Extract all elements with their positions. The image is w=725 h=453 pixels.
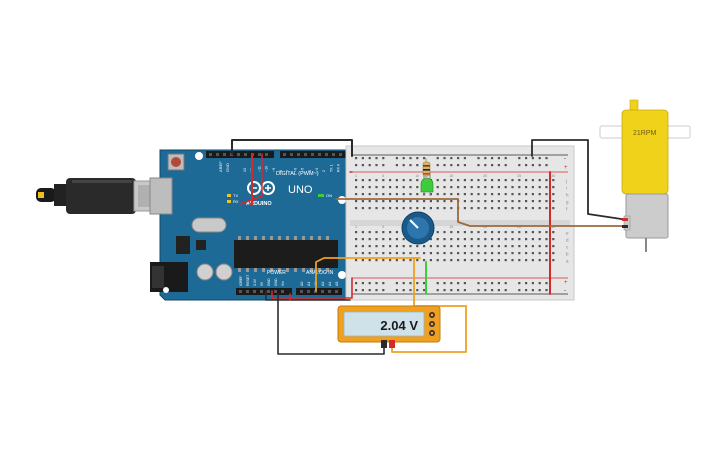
breadboard-row-letter: b (566, 252, 569, 257)
tx-label: TX (233, 193, 238, 198)
analog-pin-label: A0 (300, 282, 304, 286)
digital-pin-label: ~9 (272, 168, 276, 172)
rail-minus-top: - (564, 156, 566, 162)
wire-brown-motor[interactable] (457, 198, 629, 227)
breadboard-column-number: 10 (415, 174, 419, 178)
breadboard-column-number: 20 (483, 225, 487, 229)
wire-black-gnd-top[interactable] (231, 139, 353, 157)
power-pin-label: 3.3V (253, 278, 257, 286)
rail-plus-bottom: + (564, 280, 568, 286)
breadboard-row-letter: a (566, 259, 569, 264)
wire-black-motor[interactable] (531, 139, 629, 221)
breadboard-column-number: 15 (449, 225, 453, 229)
power-pin-label: GND (267, 278, 271, 286)
breadboard-row-letter: i (566, 186, 567, 191)
digital-pin-label: ~3 (315, 168, 319, 172)
digital-pin-label: 2 (322, 170, 326, 172)
dc-motor[interactable]: 21RPM (599, 99, 691, 252)
breadboard-column-number: 5 (382, 174, 384, 178)
wire-orange-pot[interactable] (391, 257, 467, 353)
wire-red-pin-to-board[interactable] (239, 153, 263, 205)
digital-pin-label: 4 (308, 170, 312, 172)
potentiometer[interactable] (401, 211, 435, 245)
wire-black-5v-rail[interactable] (265, 290, 351, 301)
digital-pin-label: TX 1 (329, 164, 333, 172)
aref-label: AREF (218, 161, 223, 172)
rx-label: RX (233, 199, 239, 204)
multimeter-reading: 2.04 V (380, 318, 418, 333)
analog-header-label: ANALOG IN (306, 270, 334, 276)
breadboard-row-letter: j (565, 179, 567, 184)
breadboard-column-number: 5 (382, 225, 384, 229)
breadboard-column-number: 30 (551, 225, 555, 229)
breadboard-column-number: 1 (355, 174, 357, 178)
breadboard-column-number: 1 (355, 225, 357, 229)
digital-pin-label: ~5 (301, 168, 305, 172)
breadboard-column-number: 30 (551, 174, 555, 178)
power-pin-label: Vin (281, 281, 285, 286)
analog-pin-label: A1 (307, 282, 311, 286)
wire-orange-a0[interactable] (315, 257, 421, 292)
power-pin-label: GND (274, 278, 278, 286)
breadboard-holes (355, 157, 555, 292)
breadboard-row-letter: h (566, 193, 569, 198)
digital-pin-label: ~6 (293, 168, 297, 172)
analog-pin-label: A5 (335, 282, 339, 286)
on-label: ON (326, 193, 332, 198)
usb-cable[interactable] (36, 178, 165, 214)
wire-red-5v-rail[interactable] (271, 277, 353, 299)
digital-pin-label: ~10 (265, 166, 269, 172)
digital-pin-label: 8 (279, 170, 283, 172)
wire-black-meter[interactable] (277, 293, 385, 355)
digital-pin-label: ~11 (257, 166, 261, 172)
breadboard-column-number: 15 (449, 174, 453, 178)
breadboard-row-letter: g (566, 200, 569, 205)
power-pin-label: 5V (260, 281, 264, 286)
breadboard-row-letter: d (566, 238, 569, 243)
analog-pin-label: A3 (321, 282, 325, 286)
power-pin-label: IOREF (239, 276, 243, 286)
breadboard-column-number: 20 (483, 174, 487, 178)
multimeter[interactable]: 2.04 V (337, 305, 441, 348)
breadboard-column-numbers: 115510101515202025253030 (355, 174, 555, 229)
rail-plus-top: + (564, 165, 568, 171)
breadboard-column-number: 25 (517, 225, 521, 229)
breadboard-column-number: 25 (517, 174, 521, 178)
power-pin-label: RESET (246, 275, 250, 286)
analog-pin-label: A4 (328, 282, 332, 286)
power-header-label: POWER (267, 270, 286, 276)
breadboard-row-letter: e (566, 231, 569, 236)
resistor[interactable] (422, 158, 431, 182)
digital-header-label: DIGITAL (PWM~) (276, 171, 319, 177)
digital-pin-label: RX 0 (337, 164, 341, 172)
rail-minus-bottom: - (564, 288, 566, 294)
brand-label: ARDUINO (246, 201, 272, 207)
motor-label: 21RPM (633, 130, 657, 137)
gnd-label: GND (225, 163, 230, 172)
breadboard-row-letter: c (566, 245, 569, 250)
digital-pin-label: 13 (243, 168, 247, 172)
wire-red-digital[interactable] (249, 153, 253, 205)
digital-pin-label: 7 (286, 170, 290, 172)
breadboard-row-letter: f (566, 207, 568, 212)
model-label: UNO (288, 184, 313, 196)
